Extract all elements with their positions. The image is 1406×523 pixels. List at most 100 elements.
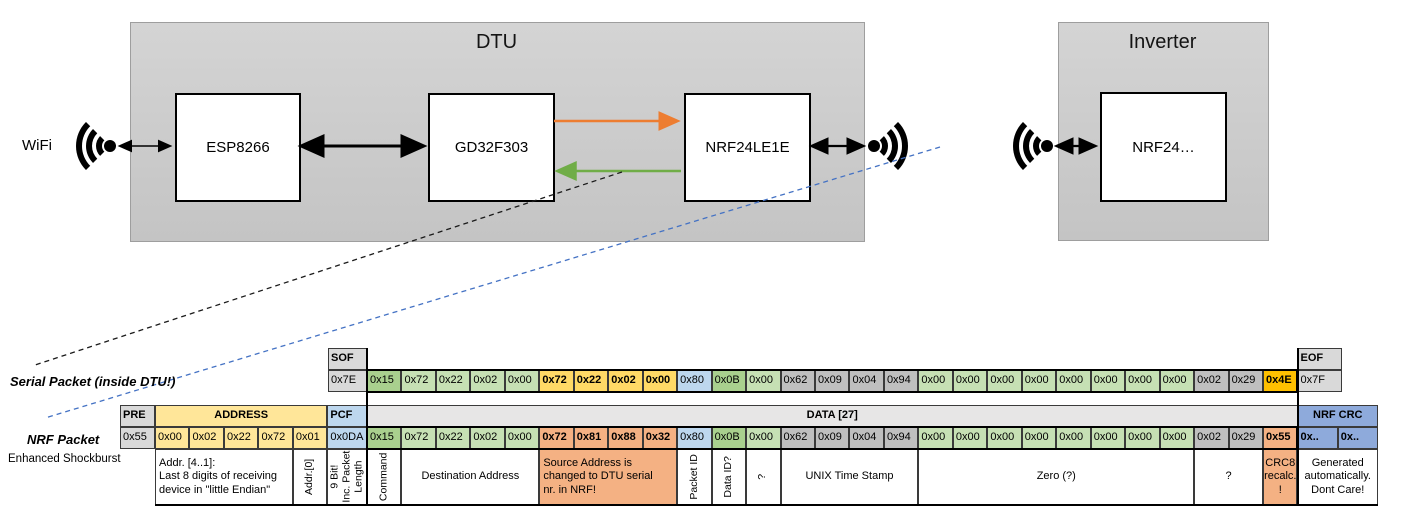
annotation-cell: Command bbox=[367, 449, 402, 505]
annotation-cell: Addr. [4..1]: Last 8 digits of receiving… bbox=[155, 449, 293, 505]
annotation-text: Destination Address bbox=[421, 470, 520, 483]
serial-byte-cell: 0x72 bbox=[539, 370, 574, 392]
nrf-byte-cell: 0x02 bbox=[470, 427, 505, 449]
nrf-byte-cell: 0x72 bbox=[539, 427, 574, 449]
address-byte-cell: 0x22 bbox=[223, 427, 259, 449]
nrf-byte-cell: 0x00 bbox=[918, 427, 953, 449]
pre-byte: 0x55 bbox=[120, 427, 155, 449]
annotation-cell: Packet ID bbox=[677, 449, 712, 505]
nrf-byte-cell: 0x00 bbox=[952, 427, 988, 449]
sof-byte: 0x7E bbox=[328, 370, 367, 392]
serial-byte-cell: 0x00 bbox=[952, 370, 988, 392]
annotation-text: CRC8 recalc. ! bbox=[1264, 457, 1297, 496]
serial-byte-cell: 0x80 bbox=[677, 370, 712, 392]
data-header: DATA [27] bbox=[367, 405, 1298, 427]
eof-header: EOF bbox=[1297, 348, 1342, 370]
nrf-byte-cell: 0x00 bbox=[1056, 427, 1091, 449]
sof-header: SOF bbox=[328, 348, 367, 370]
address-byte-cell: 0x00 bbox=[155, 427, 190, 449]
serial-byte-cell: 0x00 bbox=[1056, 370, 1091, 392]
nrf-byte-cell: 0x04 bbox=[849, 427, 884, 449]
inverter-title: Inverter bbox=[1128, 31, 1197, 53]
annotation-text: Packet ID bbox=[687, 454, 700, 500]
nrf-crc-byte-cell: 0x.. bbox=[1337, 427, 1378, 449]
annotation-text: Command bbox=[377, 452, 390, 502]
group-divider-right bbox=[1296, 348, 1299, 506]
nrf-byte-cell: 0x94 bbox=[883, 427, 919, 449]
annotation-text: Data ID? bbox=[721, 456, 734, 498]
serial-byte-cell: 0x72 bbox=[401, 370, 436, 392]
nrf-crc-header: NRF CRC bbox=[1297, 405, 1378, 427]
address-byte-cell: 0x02 bbox=[189, 427, 224, 449]
annotation-cell: ? bbox=[1194, 449, 1264, 505]
serial-byte-cell: 0x29 bbox=[1228, 370, 1264, 392]
annotation-cell: Data ID? bbox=[711, 449, 747, 505]
annotation-cell: Generated automatically. Dont Care! bbox=[1297, 449, 1378, 505]
serial-byte-cell: 0x00 bbox=[918, 370, 953, 392]
serial-byte-cell: 0x00 bbox=[504, 370, 540, 392]
annotation-text: Addr.[0] bbox=[303, 458, 316, 496]
serial-packet-label: Serial Packet (inside DTU!) bbox=[10, 374, 176, 389]
annotation-text: ? bbox=[1225, 470, 1232, 483]
annotation-text: Generated automatically. Dont Care! bbox=[1304, 457, 1371, 496]
nrf-byte-cell: 0x00 bbox=[1125, 427, 1160, 449]
nrf-byte-cell: 0x00 bbox=[1159, 427, 1195, 449]
nrf-byte-cell: 0x00 bbox=[1021, 427, 1057, 449]
address-byte-cell: 0x01 bbox=[292, 427, 328, 449]
annotation-cell: 9 Bit! Inc. Packet Length bbox=[327, 449, 367, 505]
serial-byte-cell: 0x15 bbox=[367, 370, 402, 392]
annotation-cell: ? bbox=[746, 449, 781, 505]
serial-byte-cell: 0x09 bbox=[815, 370, 850, 392]
nrf-byte-cell: 0x00 bbox=[504, 427, 540, 449]
serial-byte-cell: 0x00 bbox=[1090, 370, 1126, 392]
serial-byte-cell: 0x02 bbox=[1194, 370, 1229, 392]
nrf-byte-cell: 0x55 bbox=[1263, 427, 1298, 449]
nrf-byte-cell: 0x32 bbox=[642, 427, 678, 449]
annotation-text: UNIX Time Stamp bbox=[805, 470, 894, 483]
nrf-byte-cell: 0x29 bbox=[1228, 427, 1264, 449]
serial-byte-cell: 0x62 bbox=[780, 370, 815, 392]
chip-nrf24-inverter-label: NRF24… bbox=[1132, 138, 1195, 156]
annotation-cell: Source Address is changed to DTU serial … bbox=[539, 449, 678, 505]
nrf-byte-cell: 0x00 bbox=[746, 427, 781, 449]
nrf-byte-cell: 0x09 bbox=[815, 427, 850, 449]
serial-byte-cell: 0x00 bbox=[1125, 370, 1160, 392]
nrf-byte-cell: 0x62 bbox=[780, 427, 815, 449]
nrf-byte-cell: 0x0B bbox=[711, 427, 747, 449]
serial-byte-cell: 0x0B bbox=[711, 370, 747, 392]
enhanced-shockburst-label: Enhanced Shockburst bbox=[8, 453, 121, 465]
annotation-text: Addr. [4..1]: Last 8 digits of receiving… bbox=[159, 457, 278, 496]
address-byte-cell: 0x72 bbox=[258, 427, 293, 449]
annotation-cell: Zero (?) bbox=[918, 449, 1195, 505]
annotation-cell: Destination Address bbox=[401, 449, 540, 505]
nrf-byte-cell: 0x02 bbox=[1194, 427, 1229, 449]
pcf-byte: 0x0DA bbox=[327, 427, 367, 449]
pre-header: PRE bbox=[120, 405, 155, 427]
serial-byte-cell: 0x94 bbox=[883, 370, 919, 392]
nrf-crc-byte-cell: 0x.. bbox=[1297, 427, 1338, 449]
serial-byte-cell: 0x02 bbox=[608, 370, 643, 392]
serial-byte-cell: 0x02 bbox=[470, 370, 505, 392]
wifi-label: WiFi bbox=[22, 137, 52, 154]
serial-byte-cell: 0x00 bbox=[1159, 370, 1195, 392]
annotation-text: ? bbox=[756, 474, 769, 480]
serial-byte-cell: 0x22 bbox=[573, 370, 609, 392]
annotation-cell: CRC8 recalc. ! bbox=[1263, 449, 1298, 505]
nrf-byte-cell: 0x81 bbox=[573, 427, 609, 449]
serial-byte-cell: 0x00 bbox=[1021, 370, 1057, 392]
annotation-bottom-border bbox=[155, 504, 1378, 506]
pcf-header: PCF bbox=[327, 405, 367, 427]
serial-byte-cell: 0x00 bbox=[746, 370, 781, 392]
chip-nrf24-inverter: NRF24… bbox=[1100, 92, 1227, 202]
dtu-title: DTU bbox=[475, 31, 518, 53]
nrf-byte-cell: 0x22 bbox=[435, 427, 471, 449]
annotation-cell: UNIX Time Stamp bbox=[780, 449, 919, 505]
nrf-byte-cell: 0x72 bbox=[401, 427, 436, 449]
nrf-byte-cell: 0x15 bbox=[367, 427, 402, 449]
eof-byte: 0x7F bbox=[1297, 370, 1342, 392]
serial-byte-cell: 0x4E bbox=[1263, 370, 1298, 392]
annotation-cell: Addr.[0] bbox=[292, 449, 328, 505]
group-divider-left bbox=[365, 348, 368, 506]
